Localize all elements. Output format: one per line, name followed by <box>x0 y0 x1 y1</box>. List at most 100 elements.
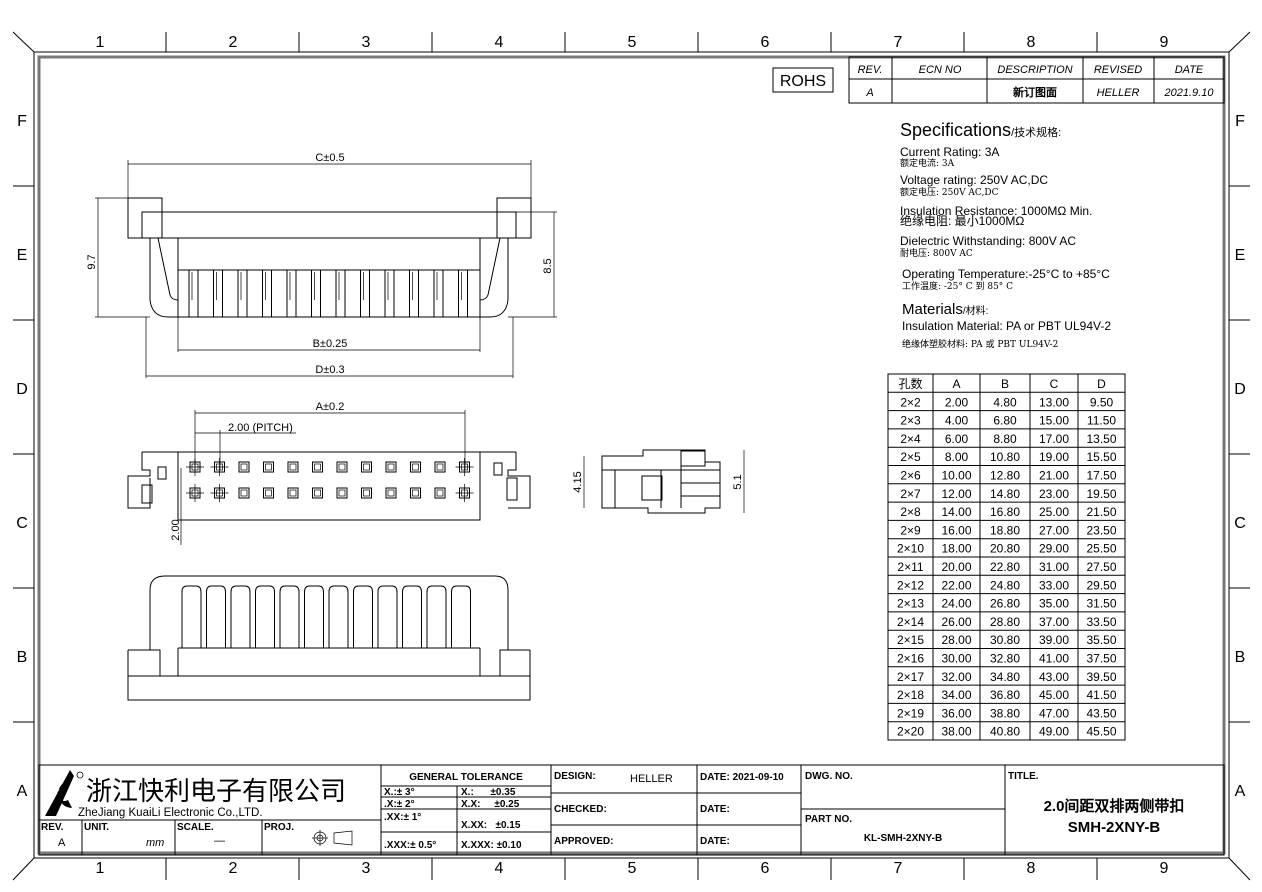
front-pin <box>311 269 321 318</box>
table-cell: 36.80 <box>990 688 1020 702</box>
table-cell: 11.50 <box>1087 414 1116 428</box>
contact-hole <box>410 461 421 473</box>
contact-hole <box>312 487 323 499</box>
table-cell: 23.00 <box>1039 487 1069 501</box>
table-cell: 10.00 <box>941 469 971 483</box>
tolerance-linear-1: X.X: ±0.25 <box>461 799 520 810</box>
tolerance-angle-2: .XX:± 1° <box>384 812 421 823</box>
table-cell: 22.80 <box>990 560 1020 574</box>
title-block: 浙江快利电子有限公司 ZheJiang KuaiLi Electronic Co… <box>38 764 1225 856</box>
contact-hole <box>336 461 348 473</box>
company-logo <box>45 770 84 816</box>
ecn-header: ECN NO <box>919 64 962 76</box>
table-cell: 6.80 <box>993 414 1017 428</box>
table-cell: 6.00 <box>945 432 969 446</box>
table-header-cell: A <box>952 377 960 391</box>
table-cell: 30.80 <box>990 633 1020 647</box>
table-cell: 19.50 <box>1086 487 1116 501</box>
grid-column-label: 8 <box>1027 34 1036 51</box>
table-cell: 2×2 <box>900 395 921 409</box>
table-cell: 15.00 <box>1039 414 1069 428</box>
table-header-cell: 孔数 <box>898 376 922 391</box>
table-cell: 16.80 <box>990 505 1020 519</box>
grid-row-label: B <box>17 649 28 666</box>
grid-column-label: 7 <box>894 860 903 877</box>
spec-current-en: Current Rating: 3A <box>900 145 999 159</box>
grid-column-label: 9 <box>1160 860 1169 877</box>
table-cell: 14.00 <box>941 505 971 519</box>
table-cell: 8.00 <box>945 450 969 464</box>
table-cell: 20.80 <box>990 542 1020 556</box>
spec-insulation-cn: 绝缘电阻: 最小1000MΩ <box>900 213 1024 228</box>
table-cell: 41.00 <box>1039 652 1069 666</box>
table-cell: 2×4 <box>900 432 921 446</box>
front-pin <box>409 269 419 318</box>
top-view: A±0.2 2.00 (PITCH) 2.00 <box>127 401 531 545</box>
front-pin <box>384 269 395 318</box>
contact-hole <box>385 487 397 499</box>
proj-label: PROJ. <box>264 822 294 833</box>
table-cell: 32.00 <box>941 670 971 684</box>
company-name-en: ZheJiang KuaiLi Electronic Co.,LTD. <box>78 807 263 819</box>
table-cell: 13.50 <box>1086 432 1116 446</box>
contact-hole <box>238 461 250 473</box>
table-cell: 2×13 <box>897 597 924 611</box>
table-header-cell: C <box>1050 377 1059 391</box>
table-cell: 15.50 <box>1086 450 1116 464</box>
rear-latch-slot <box>353 585 373 648</box>
front-pin <box>213 269 223 318</box>
table-cell: 28.80 <box>990 615 1020 629</box>
tolerance-linear-0: X.: ±0.35 <box>461 787 516 798</box>
table-cell: 18.00 <box>941 542 971 556</box>
grid-column-label: 4 <box>495 34 504 51</box>
dim-8-5-label: 8.5 <box>542 258 554 273</box>
front-pin <box>335 269 346 318</box>
grid-column-label: 3 <box>362 34 371 51</box>
grid-column-label: 6 <box>761 860 770 877</box>
tolerance-angle-0: X.:± 3° <box>384 787 415 798</box>
table-cell: 27.00 <box>1039 523 1069 537</box>
table-cell: 4.80 <box>993 395 1017 409</box>
spec-temperature-cn: 工作温度: -25° C 到 85° C <box>902 280 1013 292</box>
title-label: TITLE. <box>1008 771 1039 782</box>
table-cell: 2×7 <box>900 487 921 501</box>
grid-row-label: D <box>1234 381 1246 398</box>
table-cell: 28.00 <box>941 633 971 647</box>
table-cell: 39.00 <box>1039 633 1069 647</box>
table-cell: 2×16 <box>897 652 924 666</box>
table-cell: 22.00 <box>941 578 971 592</box>
spec-insulation-en: Insulation Resistance: 1000MΩ Min. <box>900 204 1092 218</box>
table-cell: 25.00 <box>1039 505 1069 519</box>
grid-row-label: C <box>1234 515 1246 532</box>
rear-latch-slot <box>402 585 422 648</box>
contact-hole <box>361 461 372 473</box>
table-cell: 37.00 <box>1039 615 1069 629</box>
checked-label: CHECKED: <box>554 804 607 815</box>
table-cell: 38.80 <box>990 706 1020 720</box>
approved-date: DATE: <box>700 836 730 847</box>
rear-latch-slot <box>328 585 349 648</box>
company-name-cn: 浙江快利电子有限公司 <box>86 777 346 807</box>
grid-column-label: 9 <box>1160 34 1169 51</box>
tolerance-linear-2: X.XX: ±0.15 <box>461 820 521 831</box>
rear-latch-slot <box>230 585 251 648</box>
table-cell: 29.00 <box>1039 542 1069 556</box>
table-cell: 26.80 <box>990 597 1020 611</box>
table-cell: 2×15 <box>897 633 924 647</box>
unit-label: UNIT. <box>84 822 109 833</box>
contact-hole <box>410 487 421 499</box>
table-cell: 38.00 <box>941 725 971 739</box>
material-cn: 绝缘体塑胶材料: PA 或 PBT UL94V-2 <box>902 338 1058 350</box>
grid-column-label: 5 <box>628 860 637 877</box>
grid-column-label: 2 <box>229 860 238 877</box>
grid-column-label: 2 <box>229 34 238 51</box>
dim-d-label: D±0.3 <box>315 364 344 376</box>
design-label: DESIGN: <box>554 771 596 782</box>
rear-latch-slot <box>181 585 202 648</box>
contact-hole <box>238 487 250 499</box>
table-cell: 35.00 <box>1039 597 1069 611</box>
table-cell: 2×14 <box>897 615 924 629</box>
table-cell: 17.00 <box>1039 432 1069 446</box>
table-cell: 2×17 <box>897 670 924 684</box>
